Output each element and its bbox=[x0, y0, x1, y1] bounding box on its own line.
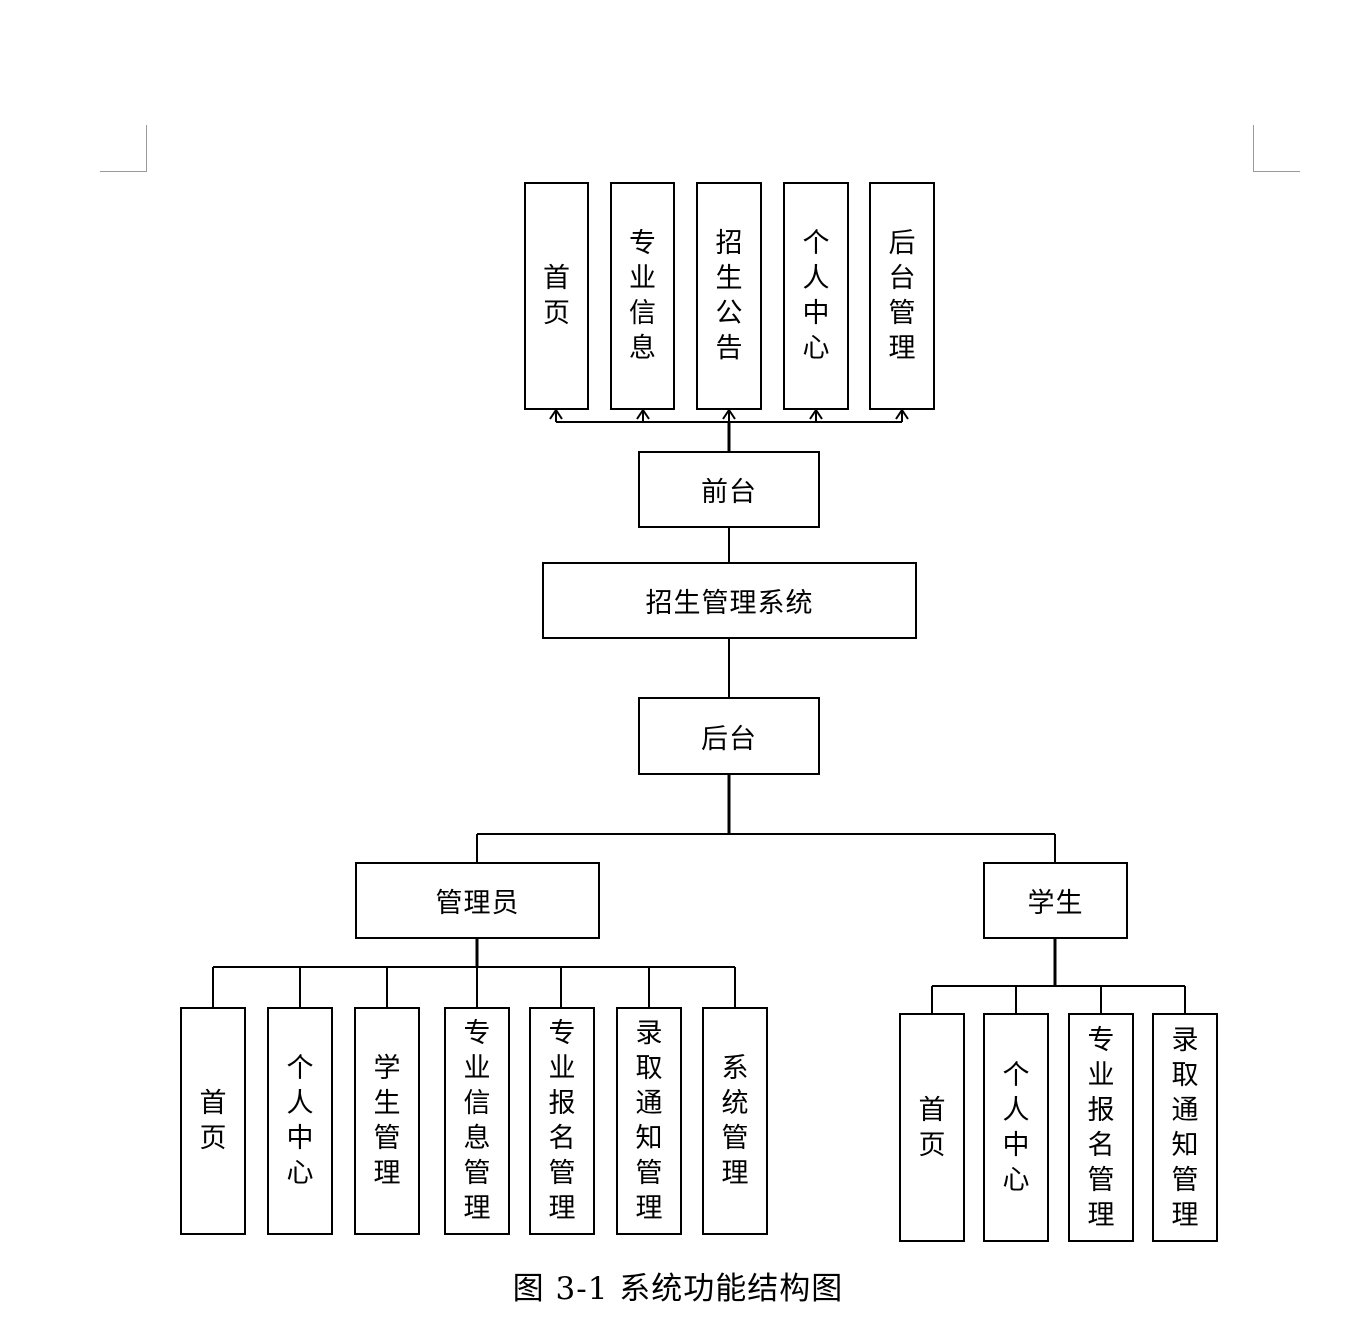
frontend-module-label: 个人中心 bbox=[802, 228, 830, 364]
frontend-module-label: 后台管理 bbox=[888, 228, 916, 364]
admin-module-major-info-management: 专业信息管理 bbox=[444, 1007, 510, 1235]
student-module-major-enrollment-management: 专业报名管理 bbox=[1068, 1013, 1134, 1242]
frontend-module-admissions-notice: 招生公告 bbox=[696, 182, 762, 410]
admin-module-major-enrollment-management: 专业报名管理 bbox=[529, 1007, 595, 1235]
student-node-label: 学生 bbox=[1027, 888, 1084, 919]
page-corner-mark-right-v bbox=[1253, 125, 1254, 171]
admin-module-personal-center: 个人中心 bbox=[267, 1007, 333, 1235]
admin-module-system-management: 系统管理 bbox=[702, 1007, 768, 1235]
arrowhead-frontend-1 bbox=[549, 408, 563, 420]
student-module-label: 录取通知管理 bbox=[1171, 1024, 1199, 1231]
frontend-module-backend-admin: 后台管理 bbox=[869, 182, 935, 410]
page-corner-mark-left-h bbox=[100, 171, 147, 172]
admin-module-label: 录取通知管理 bbox=[635, 1018, 663, 1224]
frontend-module-home: 首页 bbox=[524, 182, 589, 410]
root-node-label: 招生管理系统 bbox=[645, 588, 814, 619]
student-module-label: 个人中心 bbox=[1002, 1059, 1030, 1196]
admin-node: 管理员 bbox=[355, 862, 600, 939]
figure-caption: 图 3-1 系统功能结构图 bbox=[512, 1271, 844, 1307]
student-module-home: 首页 bbox=[899, 1013, 965, 1242]
root-node: 招生管理系统 bbox=[542, 562, 917, 639]
student-module-admission-notice-management: 录取通知管理 bbox=[1152, 1013, 1218, 1242]
student-module-personal-center: 个人中心 bbox=[983, 1013, 1049, 1242]
admin-module-label: 首页 bbox=[199, 1088, 227, 1154]
page-corner-mark-left-v bbox=[146, 125, 147, 171]
admin-module-label: 学生管理 bbox=[373, 1053, 401, 1189]
admin-module-home: 首页 bbox=[180, 1007, 246, 1235]
student-module-label: 专业报名管理 bbox=[1087, 1024, 1115, 1231]
student-node: 学生 bbox=[983, 862, 1128, 939]
frontend-module-label: 首页 bbox=[543, 263, 570, 329]
frontend-module-label: 专业信息 bbox=[629, 228, 656, 364]
admin-module-label: 个人中心 bbox=[286, 1053, 314, 1189]
arrowhead-frontend-5 bbox=[895, 408, 909, 420]
backend-node-label: 后台 bbox=[701, 723, 757, 755]
page-corner-mark-right-h bbox=[1253, 171, 1300, 172]
student-module-label: 首页 bbox=[918, 1094, 946, 1161]
admin-node-label: 管理员 bbox=[435, 888, 520, 919]
admin-module-label: 系统管理 bbox=[721, 1053, 749, 1189]
frontend-module-label: 招生公告 bbox=[715, 228, 743, 364]
admin-module-label: 专业报名管理 bbox=[548, 1018, 576, 1224]
backend-node: 后台 bbox=[638, 697, 820, 775]
frontend-module-major-info: 专业信息 bbox=[610, 182, 675, 410]
frontend-node: 前台 bbox=[638, 451, 820, 528]
admin-module-label: 专业信息管理 bbox=[463, 1018, 491, 1224]
admin-module-student-management: 学生管理 bbox=[354, 1007, 420, 1235]
arrowhead-frontend-3 bbox=[722, 408, 736, 420]
admin-module-admission-notice-management: 录取通知管理 bbox=[616, 1007, 682, 1235]
arrowhead-frontend-2 bbox=[636, 408, 650, 420]
frontend-node-label: 前台 bbox=[701, 477, 757, 508]
frontend-module-personal-center: 个人中心 bbox=[783, 182, 849, 410]
arrowhead-frontend-4 bbox=[809, 408, 823, 420]
